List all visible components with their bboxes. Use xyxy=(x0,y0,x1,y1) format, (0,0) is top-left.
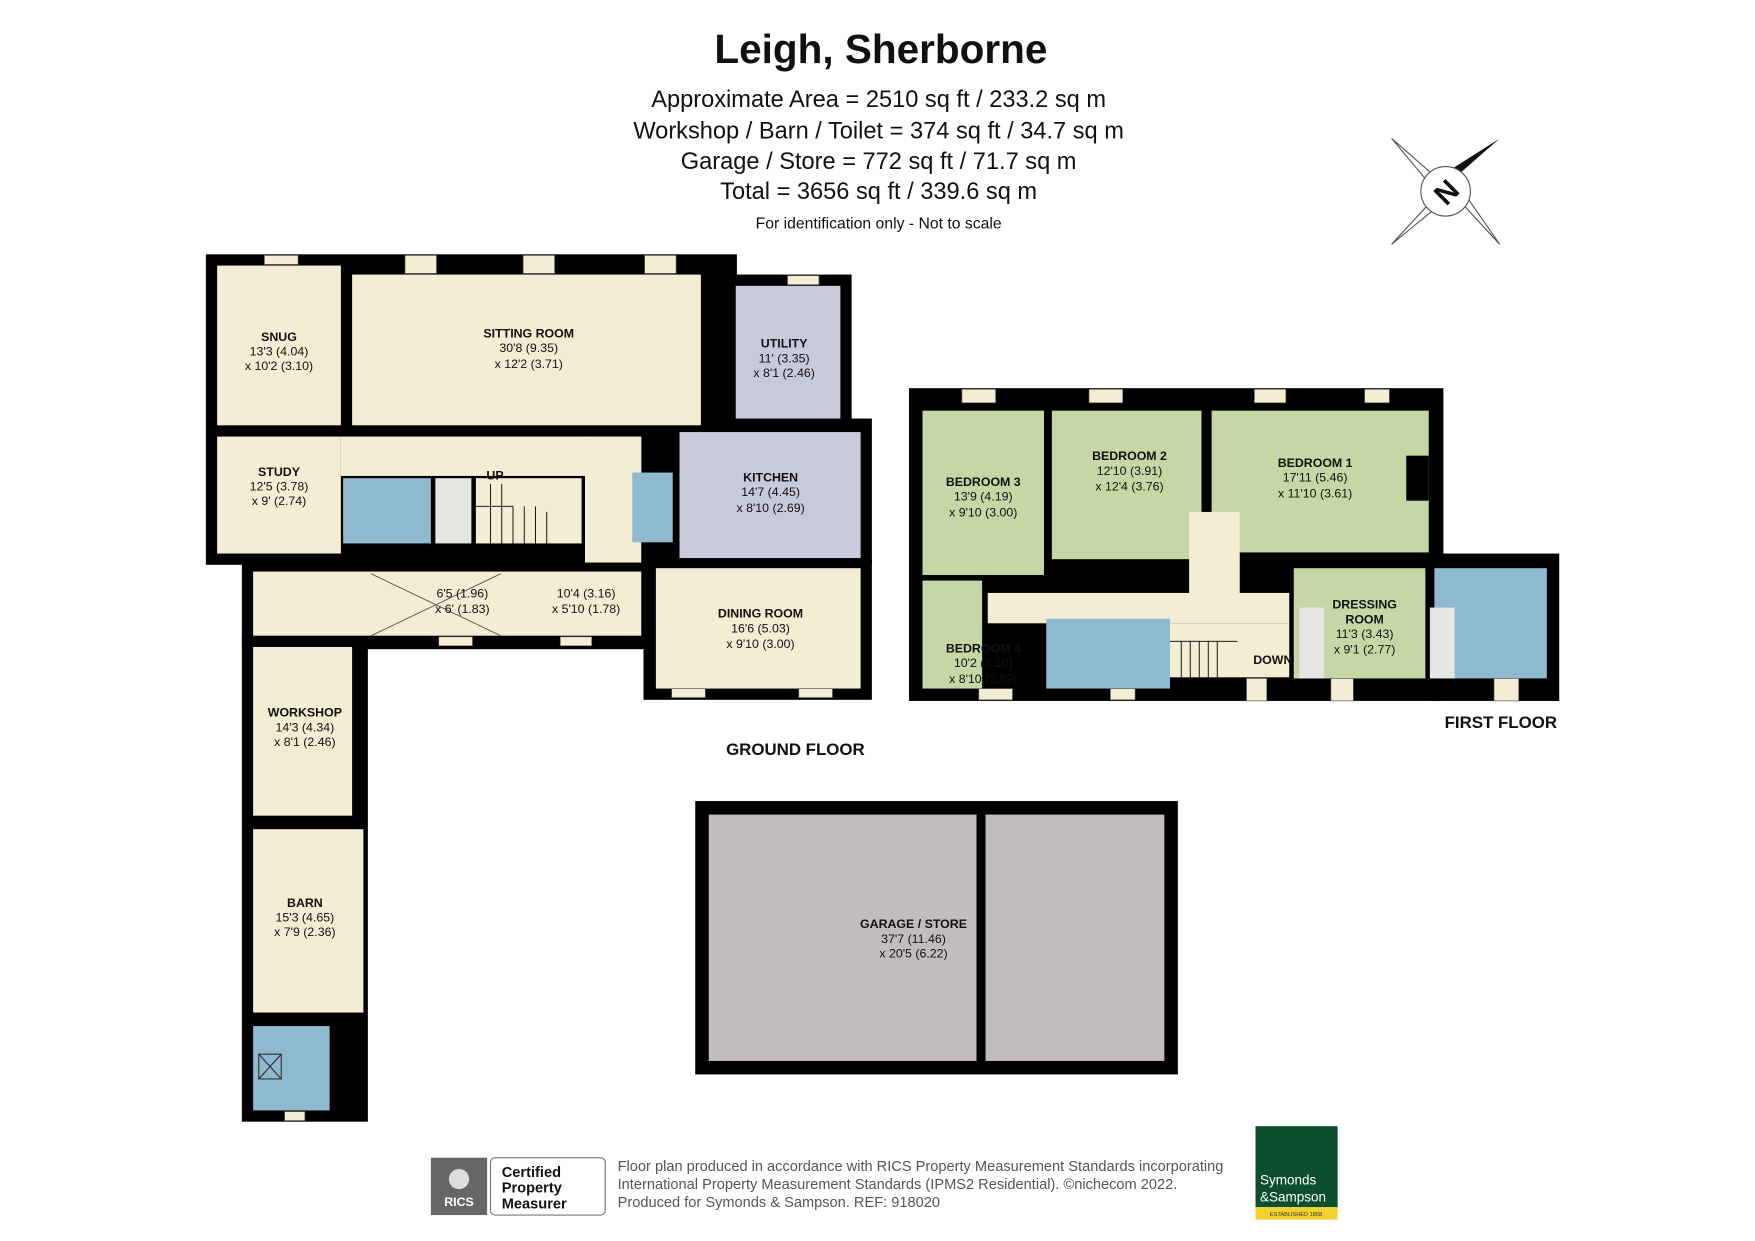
scale-note: For identification only - Not to scale xyxy=(756,215,1002,232)
label-text: x 7'9 (2.36) xyxy=(274,925,335,939)
label-text: x 9'10 (3.00) xyxy=(726,637,794,651)
footer-text: Floor plan produced in accordance with R… xyxy=(618,1159,1224,1175)
label-text: RICS xyxy=(444,1195,474,1209)
wc xyxy=(632,472,673,543)
room-name: STUDY xyxy=(258,465,301,479)
label-text: 10'2 (3.10) xyxy=(954,656,1013,670)
stairs-up xyxy=(475,478,582,544)
label-text: Symonds xyxy=(1260,1173,1317,1188)
room-name: UTILITY xyxy=(761,337,808,351)
footer-text: International Property Measurement Stand… xyxy=(618,1177,1178,1193)
shower-room xyxy=(343,478,431,544)
floor-label: GROUND FLOOR xyxy=(726,740,865,759)
label-text: 17'11 (5.46) xyxy=(1283,471,1348,485)
area-line: Workshop / Barn / Toilet = 374 sq ft / 3… xyxy=(633,118,1124,144)
label-text: x 12'2 (3.71) xyxy=(495,357,563,371)
label-text: 11'3 (3.43) xyxy=(1336,627,1394,641)
label-text: 15'3 (4.65) xyxy=(276,910,335,924)
room-name: DINING ROOM xyxy=(718,607,803,621)
label-text: 10'4 (3.16) xyxy=(557,586,616,600)
label-text: ESTABLISHED 1858 xyxy=(1270,1212,1322,1218)
label-text: x 8'1 (2.46) xyxy=(274,735,335,749)
room-snug xyxy=(217,265,341,426)
room-bedroom-2 xyxy=(1051,410,1202,560)
label-text: ROOM xyxy=(1345,612,1383,626)
room-name: BARN xyxy=(287,896,323,910)
label-text: 14'7 (4.45) xyxy=(741,485,800,499)
floor-label: FIRST FLOOR xyxy=(1445,713,1557,732)
label-text: x 20'5 (6.22) xyxy=(879,946,947,960)
stairs-down xyxy=(1170,623,1290,678)
label-text: x 11'10 (3.61) xyxy=(1278,486,1352,500)
label-text: 14'3 (4.34) xyxy=(276,720,335,734)
label-text: x 9'10 (3.00) xyxy=(949,505,1017,519)
area-line: Total = 3656 sq ft / 339.6 sq m xyxy=(720,179,1037,205)
label-text: x 9' (2.74) xyxy=(252,494,307,508)
rics-badge: RICS Certified Property Measurer xyxy=(430,1157,606,1216)
ground-floor-labels: SNUG 13'3 (4.04) x 10'2 (3.10) SITTING R… xyxy=(245,327,865,940)
room-name: BEDROOM 3 xyxy=(946,475,1021,489)
first-floor xyxy=(909,388,1560,702)
room-bedroom-3 xyxy=(922,410,1044,575)
label-text: x 9'1 (2.77) xyxy=(1334,643,1395,657)
footer-text: Produced for Symonds & Sampson. REF: 918… xyxy=(618,1195,940,1211)
label-text: 6'5 (1.96) xyxy=(436,586,488,600)
label-text: x 5'10 (1.78) xyxy=(552,602,620,616)
label-text: x 12'4 (3.76) xyxy=(1095,480,1163,494)
room-name: BEDROOM 1 xyxy=(1278,456,1353,470)
label-text: 12'10 (3.91) xyxy=(1097,464,1163,478)
compass-north-icon: N xyxy=(1391,138,1501,245)
label-text: x 8'1 (2.46) xyxy=(753,366,814,380)
room-name: WORKSHOP xyxy=(268,706,342,720)
label-text: 13'9 (4.19) xyxy=(954,490,1013,504)
plan-title: Leigh, Sherborne xyxy=(714,26,1047,72)
agent-logo: Symonds &Sampson ESTABLISHED 1858 xyxy=(1255,1126,1338,1220)
room-sitting xyxy=(352,274,701,426)
room-dining xyxy=(655,568,861,689)
label-text: 13'3 (4.04) xyxy=(250,345,309,359)
label-text: x 10'2 (3.10) xyxy=(245,359,313,373)
room-name: SITTING ROOM xyxy=(483,327,574,341)
area-line: Approximate Area = 2510 sq ft / 233.2 sq… xyxy=(651,87,1106,113)
label-text: Measurer xyxy=(502,1196,567,1212)
bathroom xyxy=(1046,618,1170,689)
room-bedroom-1 xyxy=(1211,410,1429,553)
room-utility xyxy=(735,285,841,419)
room-name: DRESSING xyxy=(1332,598,1397,612)
label-text: x 6' (1.83) xyxy=(435,602,490,616)
label-text: 11' (3.35) xyxy=(759,351,810,365)
room-kitchen xyxy=(679,432,861,559)
label-text: Property xyxy=(502,1181,563,1197)
entrance-hall xyxy=(253,571,642,636)
stairs-label: UP xyxy=(486,468,503,482)
toilet xyxy=(253,1026,330,1111)
room-name: SNUG xyxy=(261,330,297,344)
label-text: 16'6 (5.03) xyxy=(731,621,790,635)
room-name: KITCHEN xyxy=(743,471,798,485)
label-text: 30'8 (9.35) xyxy=(499,341,558,355)
label-text: x 8'10 (2.69) xyxy=(949,672,1017,686)
first-floor-labels: BEDROOM 3 13'9 (4.19) x 9'10 (3.00) BEDR… xyxy=(946,449,1557,732)
room-study xyxy=(217,436,341,554)
room-workshop xyxy=(253,646,353,816)
landing xyxy=(987,592,1290,624)
room-name: BEDROOM 4 xyxy=(946,642,1021,656)
label-text: 37'7 (11.46) xyxy=(881,932,946,946)
room-name: GARAGE / STORE xyxy=(860,917,967,931)
room-bedroom-4 xyxy=(922,580,983,689)
garage-store: GARAGE / STORE 37'7 (11.46) x 20'5 (6.22… xyxy=(695,801,1178,1075)
ground-floor xyxy=(205,254,872,1122)
room-name: BEDROOM 2 xyxy=(1092,449,1167,463)
label-text: 12'5 (3.78) xyxy=(250,480,309,494)
area-line: Garage / Store = 772 sq ft / 71.7 sq m xyxy=(681,149,1077,175)
room-barn xyxy=(253,829,364,1013)
label-text: &Sampson xyxy=(1260,1190,1326,1205)
label-text: Certified xyxy=(502,1165,561,1181)
stairs-label: DOWN xyxy=(1253,653,1292,667)
label-text: x 8'10 (2.69) xyxy=(736,501,804,515)
